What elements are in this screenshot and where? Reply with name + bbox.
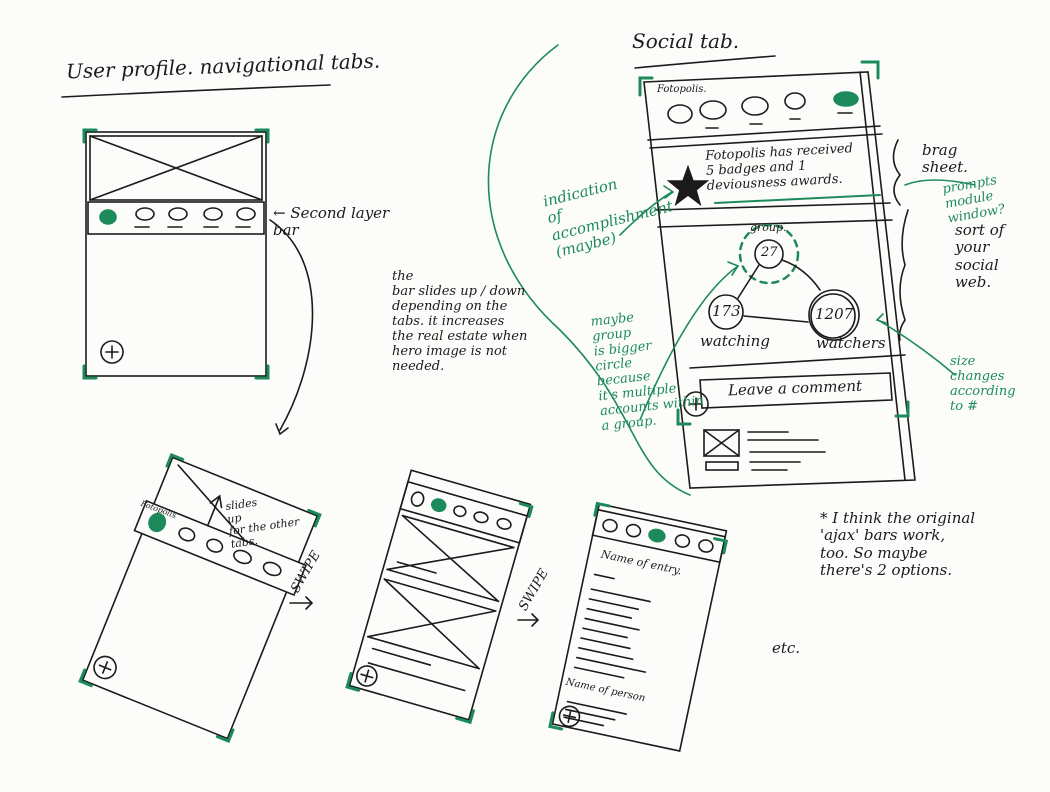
bar-slide-note: the bar slides up / down depending on th… <box>392 269 528 374</box>
tab-icon <box>135 207 155 221</box>
flow-sketch-3 <box>548 501 729 752</box>
title-underline <box>61 84 331 98</box>
social-title-underline <box>634 55 776 69</box>
app-name-label: Fotopolis. <box>657 84 707 95</box>
hero-image-placeholder <box>89 135 263 201</box>
second-layer-note: ← Second layer bar <box>273 204 390 240</box>
flow-sketch-2 <box>345 469 534 725</box>
group-note: maybe group is bigger circle because it'… <box>589 310 705 434</box>
brag-sheet-label: brag sheet. <box>922 141 968 177</box>
slides-note: slides up for the other tabs. <box>224 495 301 551</box>
social-tab-wireframe <box>638 60 916 489</box>
footnote: * I think the original 'ajax' bars work,… <box>820 509 976 579</box>
group-circle <box>754 239 784 269</box>
watching-count: 173 <box>712 302 741 320</box>
tab-icon <box>168 207 188 221</box>
tab-icon <box>784 92 806 110</box>
size-note: size changes according to # <box>950 354 1016 414</box>
flow-sketch-1 <box>78 452 322 744</box>
star-icon <box>666 164 710 207</box>
tab-icon <box>741 96 769 116</box>
comment-box <box>699 372 893 409</box>
image-placeholder <box>703 429 740 457</box>
watching-circle <box>708 294 744 330</box>
tab-icon <box>699 100 727 120</box>
watchers-label: watchers <box>816 334 886 352</box>
watchers-circle <box>810 293 856 339</box>
flow-arrow <box>269 219 314 431</box>
group-dashed-ring <box>738 223 800 285</box>
tab-bar <box>87 201 265 235</box>
etc-label: etc. <box>772 639 801 657</box>
active-tab-icon <box>99 209 117 225</box>
watchers-count: 1207 <box>815 305 854 323</box>
group-label: group. <box>750 221 787 234</box>
group-count: 27 <box>761 245 778 260</box>
watching-label: watching <box>700 332 770 350</box>
annotation-lines <box>487 44 976 496</box>
tab-icon <box>667 104 693 124</box>
add-icon <box>100 340 124 364</box>
brag-text: Fotopolis has received 5 badges and 1 de… <box>704 141 854 194</box>
tab-icon <box>203 207 223 221</box>
tab-icon <box>236 207 256 221</box>
profile-wireframe <box>82 128 270 380</box>
tab-bar <box>133 499 308 597</box>
add-comment-icon <box>683 391 709 417</box>
social-tab-title: Social tab. <box>632 29 740 53</box>
active-tab-icon <box>833 91 859 107</box>
social-web-label: sort of your social web. <box>955 221 1005 291</box>
